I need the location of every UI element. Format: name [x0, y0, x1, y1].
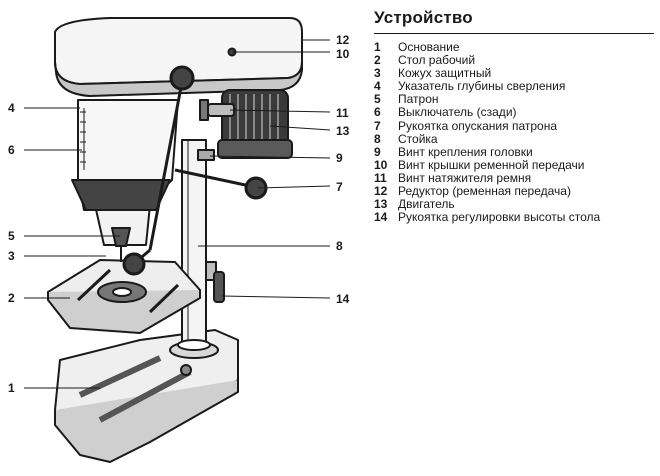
legend-item: 3 Кожух защитный	[374, 67, 656, 80]
callout-10: 10	[336, 47, 350, 61]
legend-item-number: 7	[374, 118, 381, 133]
legend-item: 2 Стол рабочий	[374, 53, 656, 68]
legend-item-number: 8	[374, 131, 381, 146]
drill-press-illustration: 12 10 11 13 9 7 8 14 4 6 5 3 2 1	[8, 17, 350, 463]
legend-item: 11 Винт натяжителя ремня	[374, 170, 656, 185]
leader-lines	[24, 39, 331, 389]
legend-title: Устройство	[374, 8, 473, 27]
legend-item-number: 4	[374, 79, 381, 94]
legend-item-number: 11	[374, 170, 387, 185]
legend-item-number: 10	[374, 157, 388, 172]
callout-12: 12	[336, 33, 350, 47]
legend-item-label: Винт крышки ременной передачи	[398, 157, 585, 172]
callout-8: 8	[336, 239, 343, 253]
callout-4: 4	[8, 101, 15, 115]
callout-11: 11	[336, 106, 349, 120]
chuck-part	[94, 204, 151, 262]
callout-3: 3	[8, 249, 15, 263]
legend-item-number: 14	[374, 210, 388, 225]
legend-item-label: Винт крепления головки	[398, 144, 533, 159]
callout-numbers: 12 10 11 13 9 7 8 14 4 6 5 3 2 1	[8, 33, 350, 395]
legend-list: 1 Основание 2 Стол рабочий 3 Кожух защитный…	[374, 40, 656, 224]
belt-cover-part	[54, 17, 303, 97]
parts-legend: Устройство 1 Основание 2 Стол рабочий 3 Кож…	[374, 8, 656, 224]
feed-handles-part	[122, 65, 268, 276]
legend-item-label: Рукоятка регулировки высоты стола	[398, 210, 601, 225]
legend-item-label: Двигатель	[398, 197, 455, 212]
legend-item-number: 9	[374, 144, 381, 159]
motor-part	[217, 89, 293, 159]
legend-item-number: 2	[374, 53, 381, 68]
legend-item: 7 Рукоятка опускания патрона	[374, 118, 656, 133]
base-part	[54, 329, 239, 463]
legend-item-number: 1	[374, 40, 381, 54]
legend-item: 10 Винт крышки ременной передачи	[374, 157, 656, 172]
legend-item: 5 Патрон	[374, 93, 656, 106]
table-lever-part	[205, 261, 225, 303]
legend-divider	[374, 33, 654, 34]
callout-5: 5	[8, 229, 15, 243]
legend-item-label: Стойка	[398, 131, 438, 146]
legend-item: 1 Основание	[374, 40, 656, 54]
column-part	[169, 139, 219, 359]
tensioner-screw-part	[199, 99, 235, 121]
head-part	[71, 99, 179, 211]
legend-item-label: Основание	[398, 40, 460, 54]
callout-2: 2	[8, 291, 15, 305]
legend-item-number: 6	[374, 105, 381, 120]
legend-item-number: 13	[374, 197, 388, 212]
legend-item: 9 Винт крепления головки	[374, 144, 656, 159]
legend-item-label: Указатель глубины сверления	[398, 79, 566, 94]
callout-7: 7	[336, 180, 343, 194]
legend-item: 12 Редуктор (ременная передача)	[374, 184, 656, 199]
callout-14: 14	[336, 292, 350, 306]
legend-item-label: Винт натяжителя ремня	[398, 170, 532, 185]
worktable-part	[47, 259, 201, 334]
legend-item-number: 12	[374, 184, 388, 199]
callout-9: 9	[336, 151, 343, 165]
legend-item-number: 3	[374, 66, 381, 81]
callout-1: 1	[8, 381, 15, 395]
legend-item-number: 5	[374, 92, 381, 107]
legend-item-label: Кожух защитный	[398, 66, 492, 81]
legend-item: 4 Указатель глубины сверления	[374, 80, 656, 93]
legend-item: 13 Двигатель	[374, 198, 656, 211]
legend-item-label: Стол рабочий	[398, 53, 476, 68]
legend-item: 6 Выключатель (сзади)	[374, 106, 656, 119]
legend-item: 8 Стойка	[374, 131, 656, 146]
callout-6: 6	[8, 143, 15, 157]
legend-item: 14 Рукоятка регулировки высоты стола	[374, 211, 656, 224]
legend-item-label: Патрон	[398, 92, 439, 107]
legend-item-label: Рукоятка опускания патрона	[398, 118, 558, 133]
head-screw-part	[197, 149, 215, 161]
legend-item-label: Редуктор (ременная передача)	[398, 184, 571, 199]
callout-13: 13	[336, 124, 350, 138]
legend-item-label: Выключатель (сзади)	[398, 105, 517, 120]
